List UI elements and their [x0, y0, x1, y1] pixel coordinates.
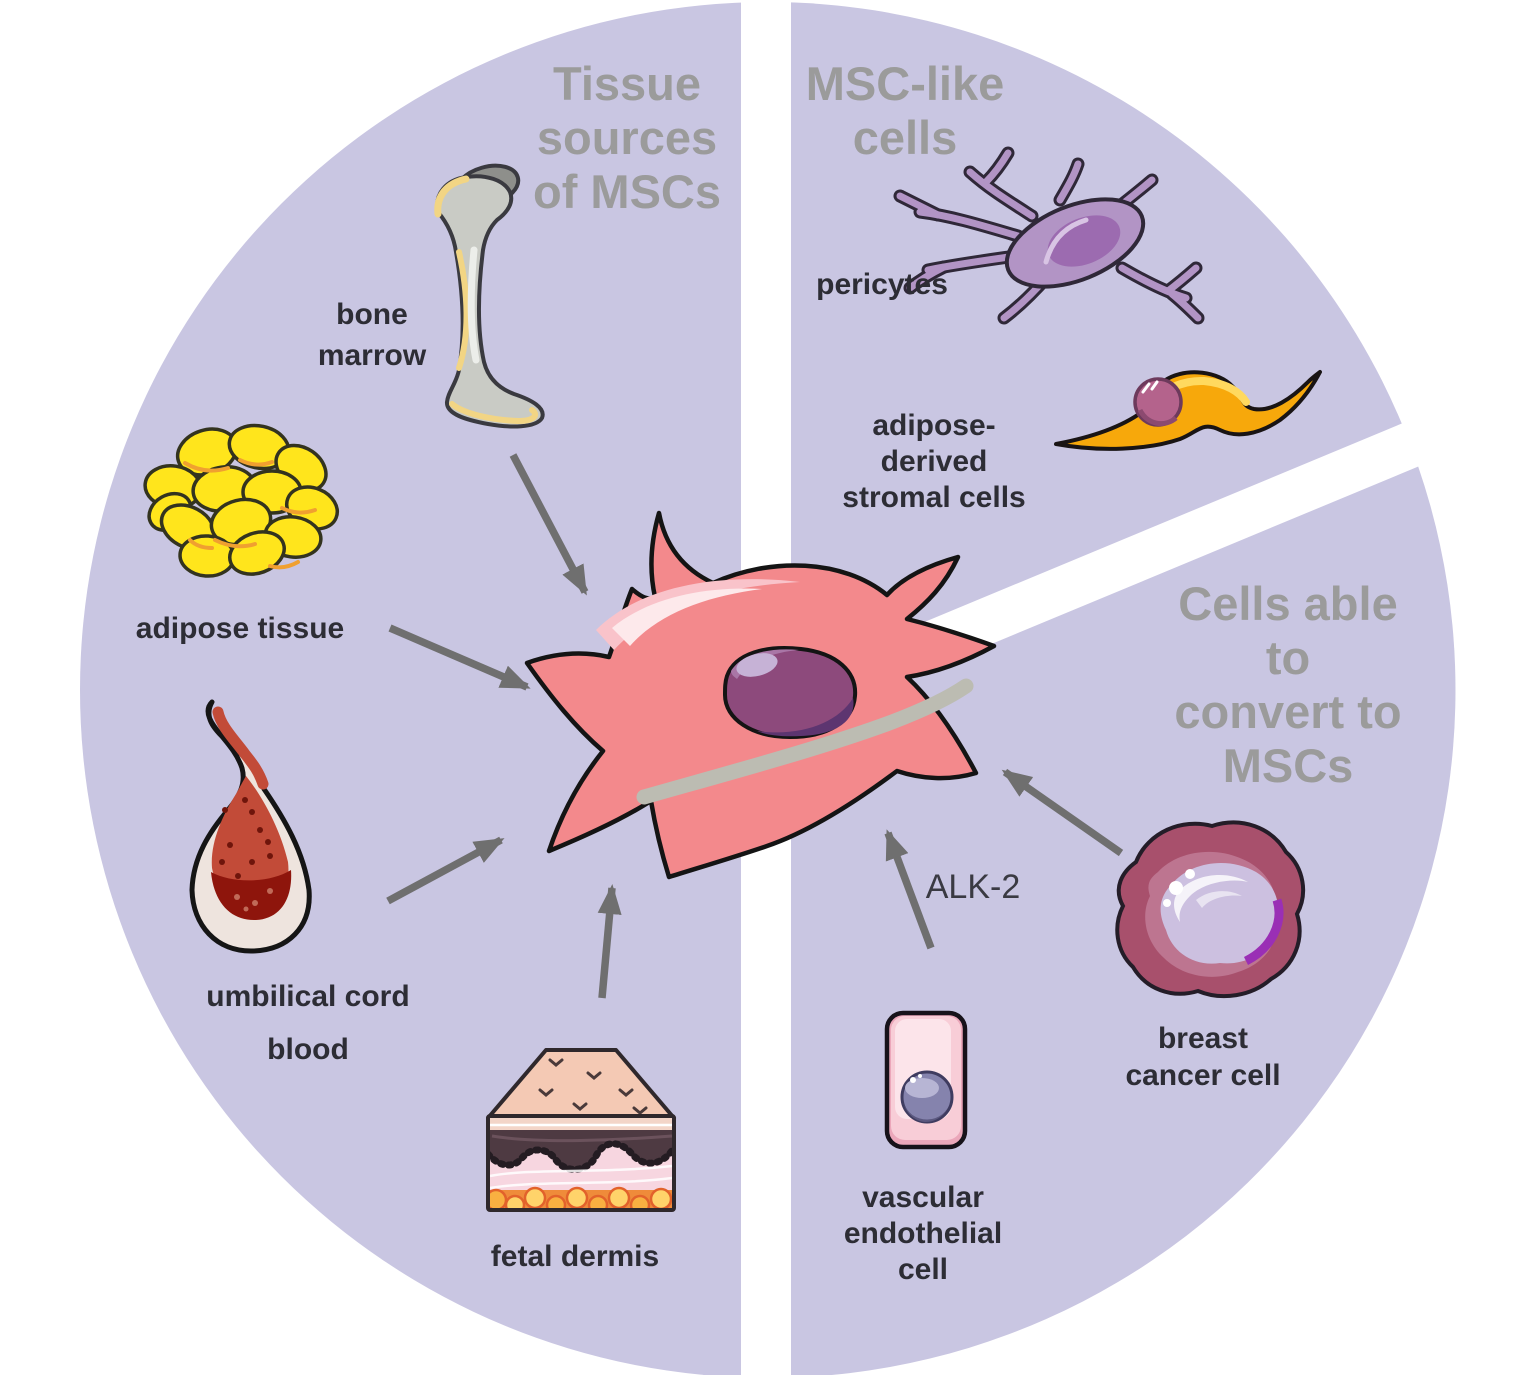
label-breast-cancer-cell: breast cancer cell [1125, 1022, 1281, 1093]
arrows [386, 453, 1124, 999]
breast-cancer-cell-icon [1115, 820, 1306, 999]
arrow-alk2-endothelial-to-msc [884, 829, 935, 950]
section-title-msc-like-cells: MSC-like cells [805, 57, 1005, 165]
section-title-tissue-sources: Tissue sources of MSCs [533, 57, 721, 219]
label-bone-marrow: bone marrow [317, 298, 427, 373]
arrow-umbilical-cord-to-msc [386, 836, 505, 905]
adipose-tissue-icon [143, 423, 339, 578]
label-vascular-endothelial-cell: vascular endothelial cell [843, 1181, 1003, 1286]
pericyte-icon [893, 146, 1205, 325]
label-adipose-tissue: adipose tissue [135, 612, 345, 645]
label-adipose-derived-stromal-cells: adipose- derived stromal cells [842, 409, 1026, 514]
vascular-endothelial-cell-icon [884, 1010, 968, 1150]
label-pericytes: pericytes [816, 268, 948, 301]
arrow-bone-marrow-to-msc [509, 453, 589, 596]
msc-cell-icon [524, 510, 997, 880]
sector-tissue-sources [80, 2, 768, 1375]
umbilical-cord-icon [189, 699, 312, 954]
bone-marrow-icon [434, 163, 545, 429]
section-title-cells-convert: Cells able to convert to MSCs [1174, 577, 1402, 793]
fetal-dermis-icon [486, 1048, 676, 1212]
adipose-derived-stromal-cell-icon [1054, 370, 1322, 451]
arrow-fetal-dermis-to-msc [597, 884, 622, 999]
arrow-adipose-tissue-to-msc [388, 624, 531, 691]
label-umbilical-cord-blood: umbilical cord blood [206, 980, 410, 1066]
label-alk2: ALK-2 [925, 868, 1021, 906]
arrow-breast-cancer-to-msc [1001, 768, 1124, 857]
label-fetal-dermis: fetal dermis [490, 1240, 660, 1273]
